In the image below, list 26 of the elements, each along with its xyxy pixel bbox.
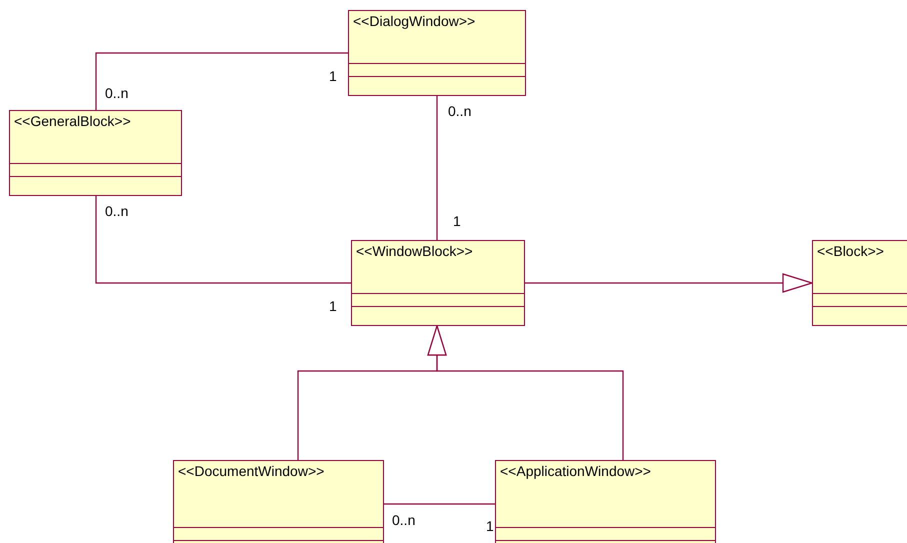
- class-box: [812, 240, 907, 326]
- generalization-arrow: [525, 273, 813, 293]
- association-line: [436, 96, 438, 240]
- multiplicity-label: 0..n: [105, 203, 128, 219]
- class-box: [9, 110, 182, 196]
- multiplicity-label: 0..n: [448, 103, 472, 119]
- association-line: [95, 52, 348, 110]
- multiplicity-label: 1: [329, 68, 337, 84]
- class-name: <<Block>>: [816, 242, 885, 261]
- multiplicity-label: 1: [453, 213, 461, 229]
- class-name: <<GeneralBlock>>: [13, 112, 132, 131]
- class-name: <<DialogWindow>>: [352, 12, 476, 31]
- multiplicity-label: 0..n: [392, 512, 416, 528]
- class-name: <<WindowBlock>>: [355, 242, 474, 261]
- multiplicity-label: 1: [329, 298, 337, 314]
- association-line: [95, 196, 351, 284]
- multiplicity-label: 1: [486, 518, 494, 534]
- multiplicity-label: 0..n: [105, 85, 128, 101]
- class-box: [495, 460, 716, 543]
- class-box: [348, 10, 526, 96]
- class-name: <<DocumentWindow>>: [177, 462, 326, 481]
- association-line: [384, 503, 495, 505]
- generalization-arrow: [427, 325, 624, 460]
- class-name: <<ApplicationWindow>>: [499, 462, 652, 481]
- class-box: [351, 240, 525, 326]
- class-box: [173, 460, 384, 543]
